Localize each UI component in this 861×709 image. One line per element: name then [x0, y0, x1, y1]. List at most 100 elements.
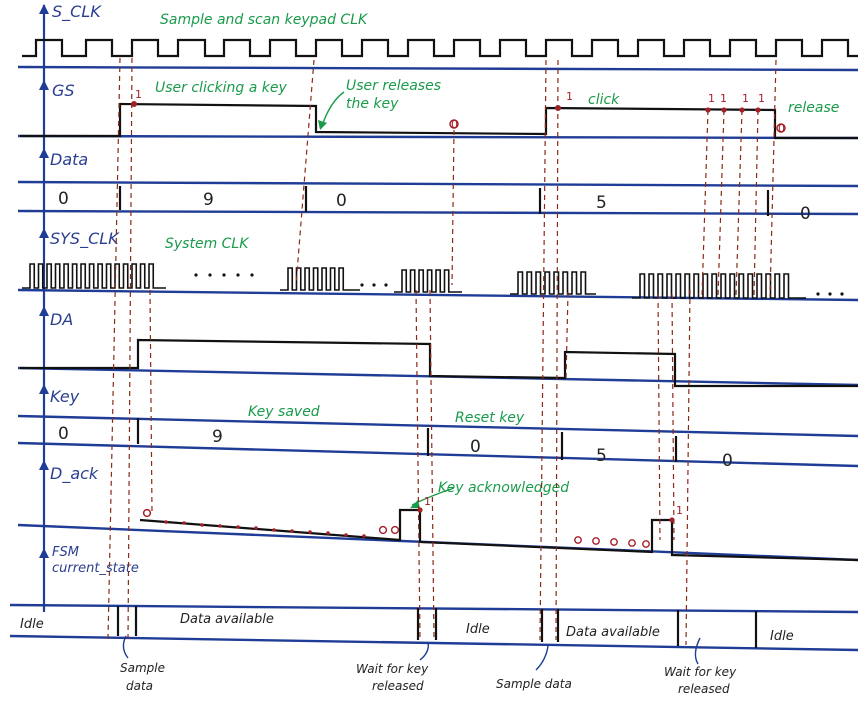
signal-label-gs: GS	[52, 81, 75, 100]
data-value: 0	[58, 189, 69, 209]
gs-mark-label: 1	[135, 88, 142, 101]
note-wait-2b: released	[678, 682, 730, 696]
gs-mark	[449, 119, 459, 129]
arrow-head-icon	[410, 500, 420, 508]
key-value: 0	[470, 437, 481, 457]
axis-arrow-icon	[39, 148, 49, 158]
ellipsis-dot-icon	[194, 273, 198, 277]
d-ack-mark	[164, 520, 168, 524]
sys-clk-burst	[510, 271, 596, 295]
d-ack-mark	[218, 524, 222, 528]
signal-label-s-clk: S_CLK	[52, 2, 102, 22]
gs-mark	[776, 123, 786, 133]
key-value: 0	[58, 424, 69, 444]
ellipsis-dot-icon	[384, 283, 388, 287]
axis-arrow-icon	[39, 4, 49, 14]
d-ack-mark	[642, 540, 650, 548]
ellipsis-dot-icon	[360, 283, 364, 287]
bottom-notes: Sample data Wait for key released Sample…	[120, 635, 737, 696]
note-wait-1a: Wait for key	[356, 662, 429, 676]
note-reset-key: Reset key	[455, 410, 525, 426]
annotations: Sample and scan keypad CLK User clicking…	[155, 12, 839, 508]
d-ack-mark	[378, 525, 388, 535]
d-ack-mark	[574, 536, 582, 544]
signal-label-fsm-state: current_state	[52, 561, 139, 576]
note-key-ack: Key acknowledged	[438, 480, 569, 496]
data-value: 0	[800, 204, 811, 224]
ellipsis-dot-icon	[816, 292, 820, 296]
fsm-state: Data available	[180, 612, 274, 627]
key-value: 9	[212, 427, 223, 447]
d-ack-mark	[236, 525, 240, 529]
data-value: 0	[336, 191, 347, 211]
d-ack-mark	[254, 526, 258, 530]
ellipsis-dot-icon	[250, 273, 254, 277]
gs-mark-label: 1	[720, 92, 727, 105]
ellipsis-dot-icon	[828, 292, 832, 296]
d-ack-mark	[308, 530, 312, 534]
note-wait-1b: released	[372, 679, 424, 693]
note-s-clk: Sample and scan keypad CLK	[160, 12, 369, 28]
d-ack-mark	[628, 539, 636, 547]
d-ack-mark-label: 1	[424, 495, 431, 508]
note-wait-2a: Wait for key	[664, 665, 737, 679]
d-ack-mark	[362, 534, 366, 538]
note-system-clk: System CLK	[165, 236, 250, 252]
signal-labels: S_CLK GS Data SYS_CLK DA Key D_ack FSM c…	[50, 2, 139, 576]
note-sample-2: Sample data	[496, 677, 572, 691]
fsm-state: Idle	[466, 622, 490, 637]
fsm-state: Idle	[20, 617, 44, 632]
note-sample-1b: data	[126, 679, 153, 693]
gs-mark-label: 0	[451, 118, 458, 131]
key-bus: 0 9 0 5 0	[58, 418, 733, 471]
d-ack-mark-label: 1	[676, 504, 683, 517]
d-ack-mark	[326, 531, 330, 535]
ellipsis-dot-icon	[372, 283, 376, 287]
signal-label-da: DA	[50, 310, 73, 329]
signal-label-d-ack: D_ack	[50, 464, 99, 484]
sample-1-arrow	[122, 635, 129, 659]
data-value: 5	[596, 193, 607, 213]
note-user-release-2: the key	[346, 96, 399, 112]
note-key-saved: Key saved	[248, 404, 320, 420]
d-ack-marks: 1 1	[142, 495, 683, 548]
release-arrow	[321, 91, 345, 127]
signal-label-sys-clk: SYS_CLK	[50, 229, 120, 249]
fsm-state: Idle	[770, 629, 794, 644]
d-ack-waveform	[139, 508, 859, 562]
key-value: 5	[596, 446, 607, 466]
note-sample-1a: Sample	[120, 661, 165, 675]
ellipsis-dot-icon	[208, 273, 212, 277]
key-value: 0	[722, 451, 733, 471]
axis-arrow-icon	[39, 306, 49, 316]
sys-clk-ellipsis	[194, 273, 844, 296]
axis-arrow-icon	[39, 384, 49, 394]
axis-arrow-icon	[39, 460, 49, 470]
d-ack-mark	[182, 521, 186, 525]
gs-mark	[131, 101, 137, 107]
wait-1-arrow	[419, 641, 430, 661]
sys-clk-burst	[22, 263, 166, 289]
gs-mark-label: 1	[566, 90, 573, 103]
axis-arrow-icon	[39, 228, 49, 238]
da-waveform	[20, 338, 858, 388]
gs-mark-label: 1	[742, 92, 749, 105]
ellipsis-dot-icon	[840, 292, 844, 296]
d-ack-mark	[390, 525, 400, 535]
d-ack-mark	[592, 537, 600, 545]
d-ack-mark	[272, 528, 276, 532]
d-ack-mark	[290, 529, 294, 533]
axis-arrow-icon	[39, 80, 49, 90]
wait-2-arrow	[694, 637, 701, 665]
gs-mark-label: 0	[778, 122, 785, 135]
d-ack-mark	[344, 533, 348, 537]
data-value: 9	[203, 190, 214, 210]
fsm-state-bus: Idle Data available Idle Data available …	[20, 606, 794, 648]
gs-marks: 1 0 1 1 1 1 1 0	[131, 88, 786, 135]
s-clk-waveform	[22, 38, 858, 58]
sample-2-arrow	[535, 645, 549, 671]
d-ack-mark	[142, 508, 152, 518]
sys-clk-waveform	[22, 263, 806, 299]
note-release: release	[788, 100, 839, 116]
